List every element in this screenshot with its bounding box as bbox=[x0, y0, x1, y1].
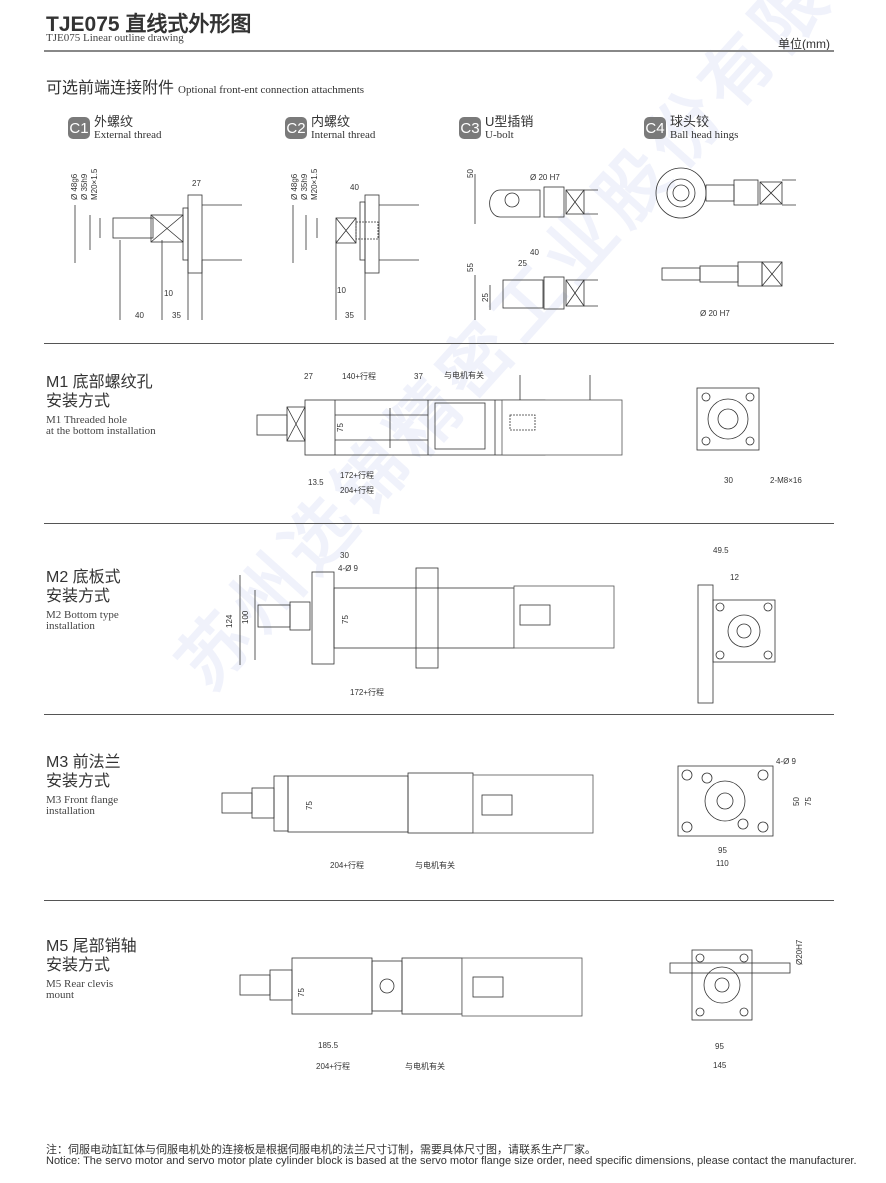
dimension-label: 10 bbox=[337, 286, 346, 295]
dimension-label: 204+行程 bbox=[316, 1061, 350, 1071]
dimension-label: 50 bbox=[466, 169, 475, 178]
dimension-label: 75 bbox=[341, 615, 350, 624]
unit-label: 单位(mm) bbox=[778, 37, 830, 51]
dimension-label: 75 bbox=[305, 801, 314, 810]
option-cn: 内螺纹 bbox=[311, 114, 351, 129]
option-cn: 球头铰 bbox=[670, 114, 710, 129]
badge: C3 bbox=[459, 117, 481, 139]
attachments-title-cn: 可选前端连接附件 bbox=[46, 80, 175, 97]
dimension-label: 10 bbox=[164, 289, 173, 298]
m1-side-view bbox=[696, 387, 760, 451]
dimension-label: Ø 20 H7 bbox=[530, 173, 560, 182]
dimension-label: 75 bbox=[297, 988, 306, 997]
dimension-label: 145 bbox=[713, 1061, 727, 1070]
m2-side-view bbox=[697, 584, 776, 704]
dimension-label: 75 bbox=[336, 423, 345, 432]
option-cn: 外螺纹 bbox=[94, 114, 134, 129]
dimension-label: 204+行程 bbox=[330, 860, 364, 870]
dimension-label: 25 bbox=[481, 293, 490, 302]
m1-drawing: 27 140+行程 37 与电机有关 75 172+行程 13.5 204+行程 30 2-… bbox=[256, 370, 802, 495]
m5-drawing: 75 185.5 204+行程 与电机有关 Ø20H7 95 145 bbox=[239, 939, 804, 1071]
m5-side-view bbox=[669, 949, 791, 1021]
dimension-label: 30 bbox=[340, 551, 349, 560]
dimension-label: 204+行程 bbox=[340, 485, 374, 495]
option-en: Internal thread bbox=[311, 129, 376, 141]
c2-drawing: Ø 48g6 Ø 35h9 M20×1.5 40 10 35 bbox=[290, 168, 419, 320]
dimension-label: 75 bbox=[804, 797, 813, 806]
dimension-label: 30 bbox=[724, 476, 733, 485]
dimension-label: 172+行程 bbox=[350, 687, 384, 697]
dimension-label: 49.5 bbox=[713, 546, 729, 555]
option-en: U-bolt bbox=[485, 129, 514, 141]
dimension-label: 185.5 bbox=[318, 1041, 339, 1050]
dimension-label: 40 bbox=[530, 248, 539, 257]
dimension-label: 4-Ø 9 bbox=[776, 757, 797, 766]
divider bbox=[44, 523, 834, 524]
dimension-label: 35 bbox=[172, 311, 181, 320]
note-cn: 注：伺服电动缸缸体与伺服电机处的连接板是根据伺服电机的法兰尺寸订制，需要具体尺寸… bbox=[46, 1144, 596, 1156]
dimension-label: 与电机有关 bbox=[415, 860, 455, 870]
dimension-label: Ø 48g6 bbox=[290, 173, 299, 200]
page-subtitle: TJE075 Linear outline drawing bbox=[46, 32, 184, 44]
dimension-label: 172+行程 bbox=[340, 470, 374, 480]
dimension-label: 与电机有关 bbox=[444, 370, 484, 380]
dimension-label: Ø 48g6 bbox=[70, 173, 79, 200]
dimension-label: Ø20H7 bbox=[795, 939, 804, 965]
dimension-label: 35 bbox=[345, 311, 354, 320]
dimension-label: 12 bbox=[730, 573, 739, 582]
dimension-label: Ø 35h9 bbox=[300, 173, 309, 200]
dimension-label: 40 bbox=[135, 311, 144, 320]
divider bbox=[44, 900, 834, 901]
dimension-label: 27 bbox=[192, 179, 201, 188]
m2-drawing: 124 100 75 30 4-Ø 9 172+行程 49.5 12 bbox=[225, 546, 776, 704]
badge: C2 bbox=[285, 117, 307, 139]
attachments-title-en: Optional front-ent connection attachment… bbox=[178, 84, 365, 96]
badge: C4 bbox=[644, 117, 666, 139]
dimension-label: 2-M8×16 bbox=[770, 476, 802, 485]
dimension-label: M20×1.5 bbox=[90, 168, 99, 200]
option-en: Ball head hings bbox=[670, 129, 739, 141]
dimension-label: 100 bbox=[241, 610, 250, 624]
dimension-label: 37 bbox=[414, 372, 423, 381]
m3-side-view bbox=[677, 765, 774, 837]
dimension-label: M20×1.5 bbox=[310, 168, 319, 200]
dimension-label: 55 bbox=[466, 263, 475, 272]
dimension-label: 110 bbox=[716, 859, 729, 868]
attachment-drawings: Ø 48g6 Ø 35h9 M20×1.5 27 10 40 35 Ø 48g6 Ø… bbox=[70, 167, 796, 320]
dimension-label: 4-Ø 9 bbox=[338, 564, 359, 573]
dimension-label: 95 bbox=[715, 1042, 724, 1051]
dimension-label: 50 bbox=[792, 797, 801, 806]
divider bbox=[44, 343, 834, 344]
divider bbox=[44, 714, 834, 715]
badge: C1 bbox=[68, 117, 90, 139]
dimension-label: Ø 20 H7 bbox=[700, 309, 730, 318]
dimension-label: 与电机有关 bbox=[405, 1061, 445, 1071]
option-en: External thread bbox=[94, 129, 162, 141]
note-en: Notice: The servo motor and servo motor … bbox=[46, 1155, 857, 1167]
dimension-label: 40 bbox=[350, 183, 359, 192]
dimension-label: 27 bbox=[304, 372, 313, 381]
dimension-label: 95 bbox=[718, 846, 727, 855]
option-cn: U型插销 bbox=[485, 114, 534, 129]
dimension-label: 25 bbox=[518, 259, 527, 268]
dimension-label: Ø 35h9 bbox=[80, 173, 89, 200]
dimension-label: 13.5 bbox=[308, 478, 324, 487]
header-divider bbox=[44, 50, 834, 52]
dimension-label: 140+行程 bbox=[342, 371, 376, 381]
c1-drawing: Ø 48g6 Ø 35h9 M20×1.5 27 10 40 35 bbox=[70, 168, 242, 320]
page-title: TJE075 直线式外形图 bbox=[46, 13, 252, 36]
dimension-label: 124 bbox=[225, 614, 234, 628]
c4-drawing: Ø 20 H7 bbox=[655, 167, 796, 318]
